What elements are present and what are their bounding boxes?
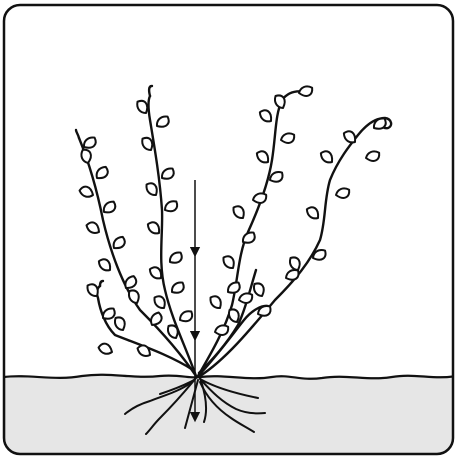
- leaves: [79, 84, 389, 358]
- stems: [76, 86, 391, 376]
